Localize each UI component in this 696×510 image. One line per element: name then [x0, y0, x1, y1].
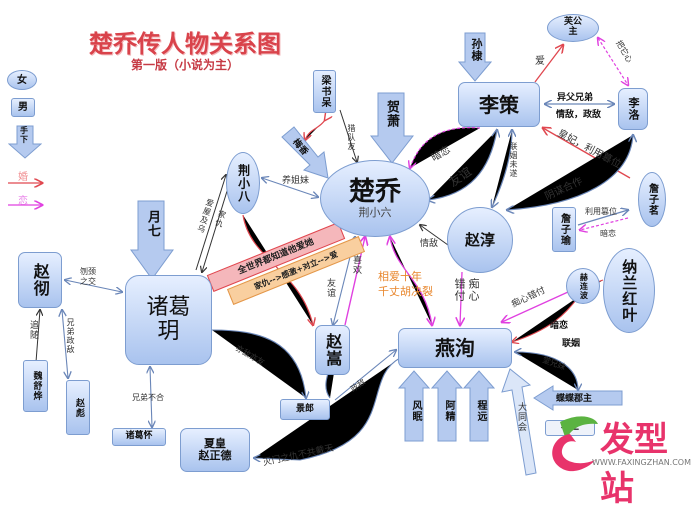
edge-label-follow: 追随 [28, 320, 38, 340]
yanxun-name: 燕洵 [435, 336, 475, 360]
node-fu[interactable]: 芙公主 [547, 14, 599, 42]
node-datonghui[interactable]: 大同会 [516, 402, 526, 432]
edge-label-like: 喜欢 [351, 255, 361, 275]
legend-subordinate-arrow-icon [8, 125, 42, 159]
node-zhanziyu[interactable]: 詹子瑜 [552, 207, 576, 252]
diagram-title: 楚乔传人物关系图 [89, 29, 281, 58]
node-junzhu[interactable]: 蝶蝶郡主 [556, 394, 593, 404]
edge-label-alliance: 联姻 [562, 339, 581, 349]
edge-label-secret-love3: 暗恋 [550, 321, 569, 331]
edge-label-ten-years-1: 相爱十年 [378, 270, 422, 283]
edge-label-marriage-failed: 联姻未遂 [509, 142, 518, 178]
node-lice[interactable]: 李策 [458, 82, 540, 127]
legend-male-label: 男 [18, 102, 28, 113]
liangshudai-name: 梁书呆 [319, 75, 330, 108]
node-helianbo[interactable]: 赫连波 [566, 268, 600, 304]
edge-label-love-fu: 爱 [535, 56, 545, 67]
zhaochun-name: 赵淳 [464, 230, 495, 249]
node-zhaochun[interactable]: 赵淳 [447, 207, 513, 273]
junzhu-arrow [533, 385, 623, 411]
zhanziming-name: 詹子茗 [646, 183, 658, 216]
edge-label-half-brothers: 异父兄弟 [557, 93, 594, 103]
jingxiaoba-name: 荆小八 [236, 163, 251, 203]
zhaozhengde-name: 赵正德 [198, 449, 232, 462]
sunli-arrow [458, 32, 492, 82]
node-liangshudai[interactable]: 梁书呆 [313, 70, 336, 113]
node-yanxun[interactable]: 燕洵 [398, 328, 512, 368]
node-xiahuang[interactable]: 夏皇 赵正德 [180, 428, 250, 472]
edge-label-secret-love2: 暗恋 [600, 229, 616, 238]
yanxun-subordinate-arrows [398, 370, 496, 442]
node-nalanhongye[interactable]: 纳兰红叶 [603, 248, 655, 333]
edge-label-brothers-discord: 兄弟不合 [132, 393, 164, 402]
legend-female: 女 [7, 70, 37, 90]
edge-label-sisters: 养姐妹 [282, 176, 310, 186]
xiahuang-name: 夏皇 [204, 436, 226, 450]
edge-label-rival-love: 情敌 [420, 239, 439, 249]
luo-name: 李洛 [627, 97, 641, 121]
lice-name: 李策 [479, 92, 519, 117]
nalanhongye-name: 纳兰红叶 [620, 258, 639, 323]
edge-label-misplaced: 错付 [453, 278, 466, 302]
node-sunli[interactable]: 孙棣 [470, 38, 483, 62]
weishuye-name: 魏舒烨 [31, 371, 42, 401]
zhugeyue-name: 诸葛玥 [146, 294, 191, 344]
node-zhugehuai[interactable]: 诸葛怀 [112, 428, 166, 446]
zhanziyu-name: 詹子瑜 [558, 213, 570, 246]
edge-label-sworn: 刎颈之交 [80, 267, 96, 286]
legend-love-label: 恋 [18, 196, 28, 207]
zhaobiao-name: 赵彪 [73, 397, 84, 418]
node-zhaoche[interactable]: 赵彻 [18, 252, 62, 308]
node-zhugeyue[interactable]: 诸葛玥 [125, 275, 212, 365]
legend-male: 男 [11, 98, 35, 117]
legend-subordinate-label: 手下 [20, 126, 28, 144]
edge-label-ten-years-2: 千丈胡决裂 [378, 285, 433, 298]
watermark-url: WWW.FAXINGZHAN.COM [592, 458, 691, 467]
legend-female-label: 女 [17, 74, 27, 86]
meixiang-arrow [281, 126, 329, 179]
hexiao-arrow [370, 92, 414, 164]
edge-label-teammate: 猎队友 [347, 124, 356, 151]
chuqiao-alias: 荆小六 [358, 205, 392, 219]
edge-label-rivals: 情敌，政敌 [556, 110, 602, 120]
node-zhaobiao[interactable]: 赵彪 [66, 380, 90, 435]
node-chengyuan[interactable]: 程远 [475, 400, 486, 422]
helianbo-name: 赫连波 [579, 272, 589, 300]
node-ajing[interactable]: 阿精 [443, 400, 454, 422]
node-zhaosong[interactable]: 赵嵩 [315, 325, 350, 375]
node-fengmian[interactable]: 风眠 [410, 400, 421, 422]
zhaosong-name: 赵嵩 [323, 333, 343, 367]
node-luo[interactable]: 李洛 [618, 88, 648, 130]
node-zhanziming[interactable]: 詹子茗 [638, 172, 666, 227]
watermark-logo-icon [552, 416, 598, 472]
edge-label-friendship2: 友谊 [325, 278, 335, 298]
node-hexiao[interactable]: 贺萧 [384, 100, 399, 128]
node-yueqi[interactable]: 月七 [145, 210, 160, 238]
edge-label-devoted: 痴心 [467, 278, 480, 302]
node-jinglang[interactable]: 景郎 [280, 399, 330, 420]
datonghui-arrow [501, 368, 537, 476]
edge-label-brothers-enemy: 兄弟政敌 [66, 318, 75, 354]
yueqi-arrow [130, 200, 174, 280]
zhugehuai-name: 诸葛怀 [125, 431, 153, 442]
fu-name: 芙公主 [563, 17, 582, 37]
legend-marriage-label: 婚 [18, 172, 28, 183]
diagram-subtitle: 第一版（小说为主） [130, 58, 239, 72]
chuqiao-name: 楚乔 [348, 177, 401, 208]
node-chuqiao[interactable]: 楚乔 荆小六 [320, 160, 430, 237]
edge-label-use-usurp: 利用篡位 [585, 207, 617, 216]
zhaoche-name: 赵彻 [30, 263, 50, 297]
node-weishuye[interactable]: 魏舒烨 [23, 360, 48, 412]
node-jingxiaoba[interactable]: 荆小八 [226, 152, 260, 214]
jinglang-name: 景郎 [295, 403, 314, 414]
